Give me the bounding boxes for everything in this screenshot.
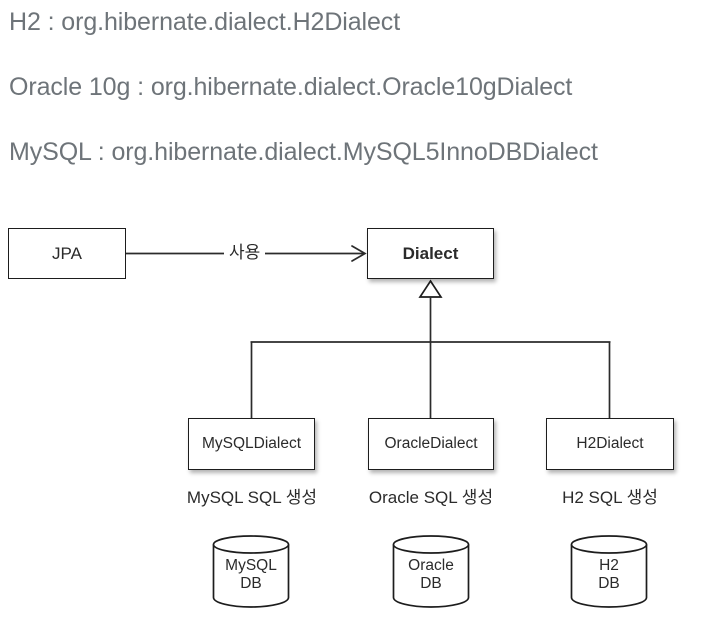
node-oracle-dialect-label: OracleDialect (384, 435, 478, 453)
config-line-mysql: MySQL : org.hibernate.dialect.MySQL5Inno… (9, 138, 598, 166)
database-cylinder-mysql: MySQL DB (211, 535, 291, 619)
cylinder-icon (570, 535, 648, 608)
node-jpa-label: JPA (52, 244, 82, 263)
node-jpa: JPA (8, 228, 126, 279)
database-cylinder-h2: H2 DB (569, 535, 649, 619)
edge-label-use: 사용 (224, 244, 266, 261)
node-mysql-dialect-label: MySQLDialect (201, 435, 302, 453)
dialect-config-list: H2 : org.hibernate.dialect.H2Dialect Ora… (0, 0, 718, 198)
cylinder-icon (392, 535, 470, 608)
caption-oracle-sql-generation: Oracle SQL 생성 (368, 488, 494, 507)
config-line-oracle: Oracle 10g : org.hibernate.dialect.Oracl… (9, 73, 573, 101)
arrowhead-open-icon (351, 245, 367, 262)
database-cylinder-oracle: Oracle DB (391, 535, 471, 619)
node-h2-dialect-label: H2Dialect (576, 435, 644, 453)
node-h2-dialect: H2Dialect (546, 418, 674, 470)
config-line-h2: H2 : org.hibernate.dialect.H2Dialect (9, 8, 401, 36)
node-dialect-label: Dialect (402, 244, 459, 263)
cylinder-icon (212, 535, 290, 608)
node-oracle-dialect: OracleDialect (368, 418, 494, 470)
node-mysql-dialect: MySQLDialect (188, 418, 315, 470)
caption-mysql-sql-generation: MySQL SQL 생성 (186, 488, 318, 507)
caption-h2-sql-generation: H2 SQL 생성 (562, 488, 658, 507)
node-dialect: Dialect (367, 228, 494, 279)
generalization-triangle-icon (418, 279, 443, 298)
